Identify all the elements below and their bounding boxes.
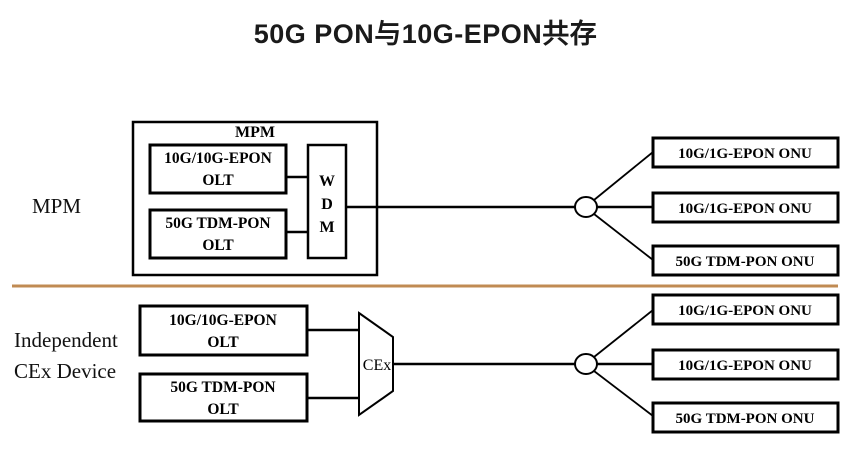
wdm-letter-d: D bbox=[321, 196, 333, 213]
bottom-onu-box-2-label: 10G/1G-EPON ONU bbox=[678, 358, 812, 374]
top-onu-box-3 bbox=[651, 244, 840, 277]
top-olt-box-2-line2: OLT bbox=[202, 237, 234, 254]
top-onu-box-1 bbox=[651, 136, 840, 169]
bottom-onu-box-2 bbox=[651, 348, 840, 381]
row-label-independent-cex-line2: CEx Device bbox=[14, 359, 116, 383]
bottom-row-group: Independent CEx Device 10G/10G-EPON OLT … bbox=[14, 293, 840, 434]
bottom-olt-box-2 bbox=[138, 372, 309, 423]
top-onu-box-1-label: 10G/1G-EPON ONU bbox=[678, 146, 812, 162]
bottom-olt-box-2-line2: OLT bbox=[207, 401, 239, 418]
cex-device-shape bbox=[358, 311, 394, 417]
bottom-onu-box-3-label: 50G TDM-PON ONU bbox=[676, 411, 815, 427]
top-onu-box-3-label: 50G TDM-PON ONU bbox=[676, 254, 815, 270]
wdm-box bbox=[306, 143, 348, 260]
bottom-olt-box-2-line1: 50G TDM-PON bbox=[170, 379, 275, 396]
bottom-onu-box-3 bbox=[651, 401, 840, 434]
wdm-letter-m: M bbox=[319, 219, 334, 236]
bottom-onu-box-1 bbox=[651, 293, 840, 326]
cex-device-label: CEx bbox=[363, 357, 391, 374]
top-olt-box-1-line1: 10G/10G-EPON bbox=[164, 150, 272, 167]
wire-top-branch-1 bbox=[593, 151, 654, 201]
top-olt-box-1 bbox=[148, 143, 288, 195]
bottom-onu-box-1-label: 10G/1G-EPON ONU bbox=[678, 303, 812, 319]
top-onu-box-2 bbox=[651, 191, 840, 224]
wdm-letter-w: W bbox=[319, 173, 335, 190]
top-optical-splitter bbox=[574, 196, 598, 218]
mpm-container-caption: MPM bbox=[235, 124, 275, 141]
top-olt-box-1-line2: OLT bbox=[202, 172, 234, 189]
top-row-group: MPM MPM 10G/10G-EPON OLT 50G TDM-PON OLT… bbox=[32, 120, 840, 277]
top-olt-box-2-line1: 50G TDM-PON bbox=[165, 215, 270, 232]
wire-bottom-branch-1 bbox=[593, 309, 654, 358]
bottom-optical-splitter bbox=[574, 353, 598, 375]
wire-top-branch-3 bbox=[593, 213, 654, 261]
wire-bottom-branch-3 bbox=[593, 370, 654, 417]
page-title: 50G PON与10G-EPON共存 bbox=[253, 19, 598, 49]
row-label-independent-cex-line1: Independent bbox=[14, 328, 118, 352]
top-onu-box-2-label: 10G/1G-EPON ONU bbox=[678, 201, 812, 217]
bottom-olt-box-1-line1: 10G/10G-EPON bbox=[169, 312, 277, 329]
top-olt-box-2 bbox=[148, 208, 288, 260]
bottom-olt-box-1-line2: OLT bbox=[207, 334, 239, 351]
row-label-mpm: MPM bbox=[32, 194, 81, 218]
